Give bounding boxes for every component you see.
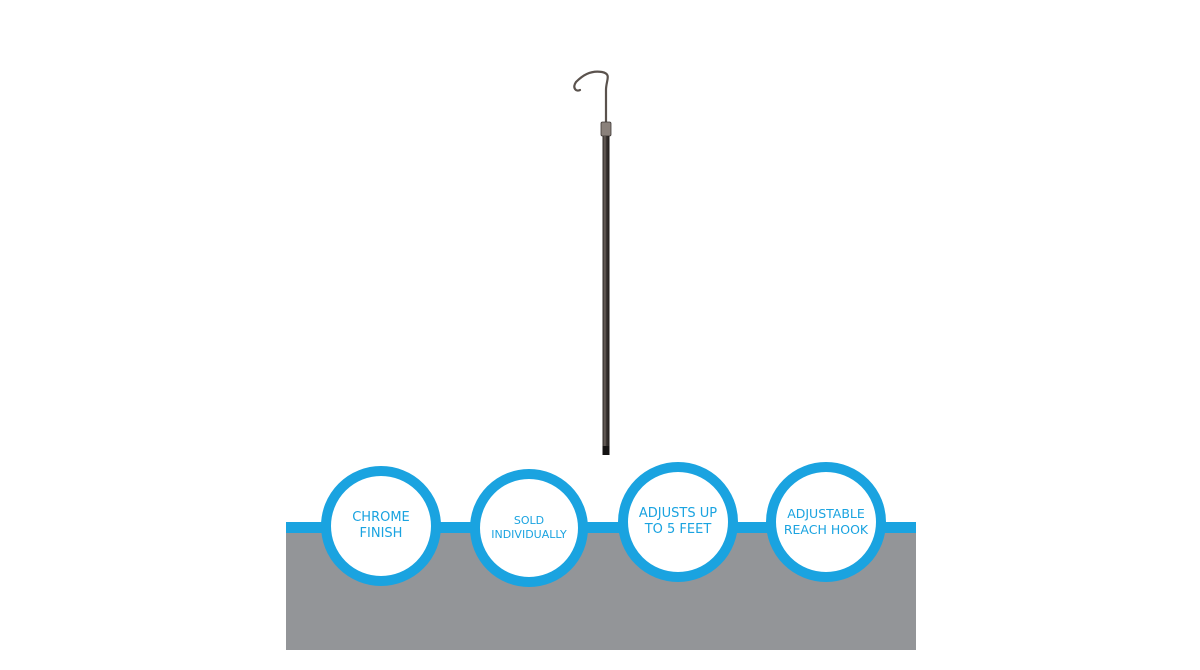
pole-shaft: [602, 136, 610, 446]
feature-label: ADJUSTS UP TO 5 FEET: [638, 505, 718, 537]
feature-badge-adjustable-hook: ADJUSTABLE REACH HOOK: [766, 462, 886, 582]
feature-badge-chrome-finish: CHROME FINISH: [321, 466, 441, 586]
feature-label: SOLD INDIVIDUALLY: [491, 514, 567, 541]
feature-label: CHROME FINISH: [352, 509, 410, 541]
feature-banner-stripe: [286, 522, 916, 533]
feature-badge-adjusts-length: ADJUSTS UP TO 5 FEET: [618, 462, 738, 582]
feature-label: ADJUSTABLE REACH HOOK: [783, 506, 869, 537]
reach-hook-pole-image: [573, 70, 612, 455]
pole-collar: [600, 121, 612, 137]
feature-badge-sold-individually: SOLD INDIVIDUALLY: [470, 469, 588, 587]
pole-end-cap: [602, 446, 610, 455]
hook-icon: [573, 70, 609, 124]
